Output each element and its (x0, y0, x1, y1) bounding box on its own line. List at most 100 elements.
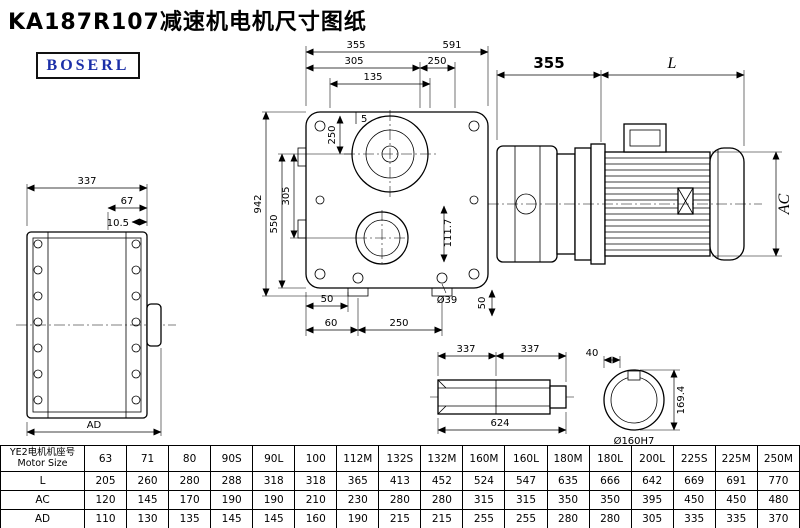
column-header-132M: 132M (420, 445, 464, 472)
cell-AD-132S: 215 (378, 509, 422, 528)
dim-main-942: 942 (253, 194, 264, 213)
ac-extension-lines (712, 151, 782, 257)
dim-motor-AC: AC (776, 193, 793, 215)
row-label-L: L (0, 471, 85, 491)
bolt-hole (131, 369, 141, 379)
cell-L-160M: 524 (462, 471, 506, 491)
dim-main-250-left: 250 (327, 125, 338, 144)
cell-AC-63: 120 (83, 490, 128, 510)
bolt-hole (131, 265, 141, 275)
cell-AD-200L: 305 (630, 509, 674, 528)
row-label-AC: AC (0, 490, 85, 510)
edge-bolt-hole (469, 195, 479, 205)
cell-AC-225M: 450 (714, 490, 758, 510)
dim-main-250: 250 (427, 56, 446, 67)
dia39-leader (441, 283, 447, 294)
shaft-detail-lines (437, 379, 550, 415)
top-extension-lines (496, 70, 745, 146)
bolt-hole (131, 317, 141, 327)
dim-left-ad: AD (87, 420, 102, 431)
cell-AC-71: 145 (126, 490, 170, 510)
cell-L-180L: 666 (588, 471, 632, 491)
cell-L-90L: 318 (252, 471, 296, 491)
dim-bore-40: 40 (586, 348, 599, 359)
cell-AD-90S: 145 (210, 509, 254, 528)
bolt-hole (131, 291, 141, 301)
bolt-hole (131, 239, 141, 249)
row-label-AD: AD (0, 509, 85, 528)
cell-AC-90L: 190 (252, 490, 296, 510)
cell-L-90S: 288 (210, 471, 254, 491)
cell-AC-132S: 280 (378, 490, 422, 510)
cell-AD-250M: 370 (756, 509, 800, 528)
edge-bolt-hole (315, 195, 325, 205)
cell-L-132S: 413 (378, 471, 422, 491)
dim-left-67: 67 (121, 196, 134, 207)
column-header-132S: 132S (378, 445, 422, 472)
output-shaft-stub (146, 303, 162, 347)
dim-main-60: 60 (325, 318, 338, 329)
side-tab (297, 219, 307, 239)
column-header-250M: 250M (756, 445, 800, 472)
motor-size-header-cell: YE2电机机座号 Motor Size (0, 445, 85, 472)
cell-L-200L: 642 (630, 471, 674, 491)
shaft-extension-lines (437, 352, 567, 434)
crosshair-centerlines (344, 110, 436, 266)
cell-AC-200L: 395 (630, 490, 674, 510)
cell-L-132M: 452 (420, 471, 464, 491)
corner-bolt-hole (314, 120, 326, 132)
cell-AD-180L: 280 (588, 509, 632, 528)
output-shaft-view: 337 337 624 (430, 344, 576, 434)
column-header-200L: 200L (630, 445, 674, 472)
cell-AC-225S: 450 (672, 490, 716, 510)
dim-main-50-right: 50 (477, 297, 488, 310)
cell-L-225M: 691 (714, 471, 758, 491)
column-header-225M: 225M (714, 445, 758, 472)
column-header-80: 80 (168, 445, 212, 472)
cell-AD-80: 135 (168, 509, 212, 528)
cell-L-160L: 547 (504, 471, 548, 491)
shaft-step (549, 385, 567, 409)
bolt-hole (33, 291, 43, 301)
bottom-extension-lines (305, 292, 443, 336)
motor-body (604, 151, 711, 257)
column-header-90S: 90S (210, 445, 254, 472)
technical-drawing: 337 67 10.5 AD (16, 40, 793, 445)
cell-AC-100: 210 (294, 490, 338, 510)
cell-AD-225S: 335 (672, 509, 716, 528)
cell-L-80: 280 (168, 471, 212, 491)
cell-AC-112M: 230 (336, 490, 380, 510)
bolt-hole (131, 395, 141, 405)
column-header-160L: 160L (504, 445, 548, 472)
dim-main-305: 305 (344, 56, 363, 67)
cell-AD-71: 130 (126, 509, 170, 528)
column-header-71: 71 (126, 445, 170, 472)
motor-size-header-cn: YE2电机机座号 (9, 446, 76, 458)
dim-left-10-5: 10.5 (107, 218, 129, 229)
cell-L-225S: 669 (672, 471, 716, 491)
dim-bore-160h7: Ø160H7 (614, 435, 655, 445)
bolt-hole (33, 265, 43, 275)
left-extension-lines (262, 111, 356, 297)
brand-logo-text: BOSERL (46, 56, 130, 74)
cell-L-100: 318 (294, 471, 338, 491)
dim-shaft-624: 624 (490, 418, 509, 429)
bolt-hole (33, 343, 43, 353)
bolt-hole (33, 395, 43, 405)
cell-L-63: 205 (83, 471, 128, 491)
motor-side-view: 355 L AC (488, 54, 793, 265)
dim-main-591: 591 (442, 40, 461, 51)
cell-AD-225M: 335 (714, 509, 758, 528)
cell-L-112M: 365 (336, 471, 380, 491)
cell-AD-112M: 190 (336, 509, 380, 528)
column-header-160M: 160M (462, 445, 506, 472)
terminal-box-lid (629, 129, 661, 147)
left-side-view: 337 67 10.5 AD (16, 176, 176, 436)
cell-AC-250M: 480 (756, 490, 800, 510)
dim-motor-L: L (667, 55, 677, 72)
bottom-tab (347, 287, 369, 297)
